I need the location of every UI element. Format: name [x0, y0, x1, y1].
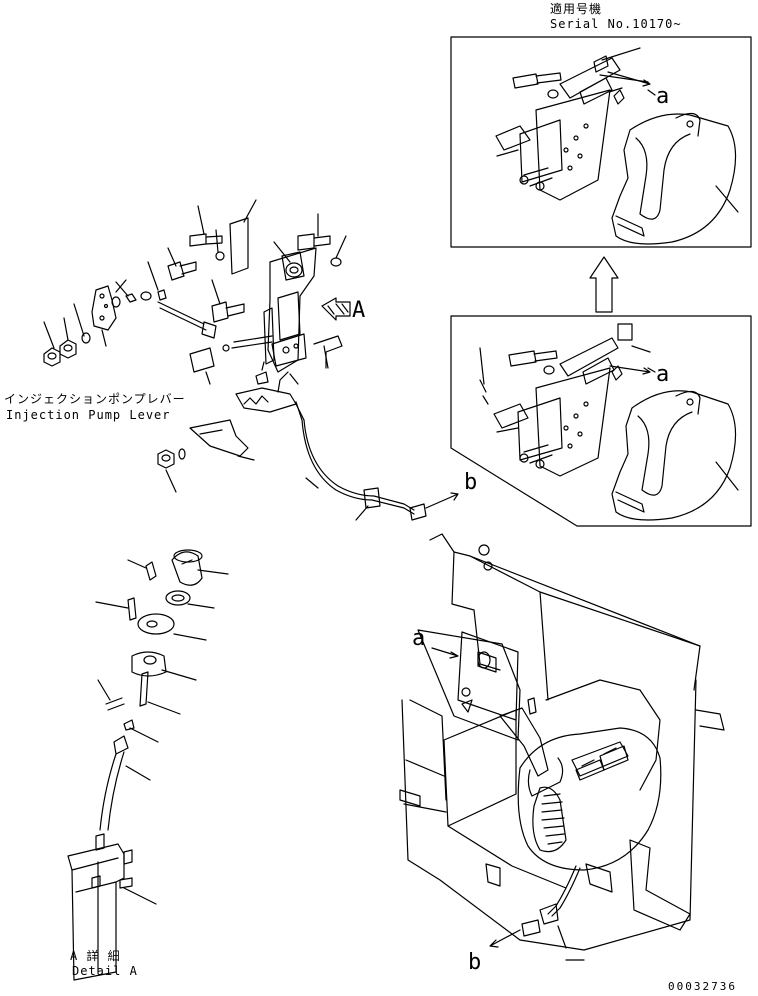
callout-a-cab: a — [412, 626, 426, 651]
view-a-label: A — [352, 298, 366, 323]
view-a-hatch — [327, 303, 349, 315]
inset-box-standard — [450, 315, 752, 527]
cab-cable — [521, 865, 581, 937]
cab-joystick — [499, 697, 564, 797]
inset-mid-leaders — [479, 345, 739, 491]
drawing-number: 00032736 — [668, 980, 737, 993]
small-plate — [189, 347, 215, 373]
callout-a-mid: a — [656, 362, 670, 387]
throttle-bracket-body — [222, 217, 317, 373]
detail-a-en: Detail A — [72, 964, 138, 978]
inset-mid-bracket — [479, 323, 633, 477]
injection-pump-lever-en: Injection Pump Lever — [6, 408, 171, 422]
arrow-to-a-mid — [609, 365, 651, 375]
nuts-and-washers-left — [43, 289, 167, 367]
hollow-up-arrow-icon — [589, 256, 619, 313]
main-assembly-leaders — [43, 199, 369, 521]
detail-a-leaders — [95, 559, 229, 905]
callout-a-top: a — [656, 84, 670, 109]
detail-a-shaft-and-switch — [67, 735, 133, 981]
cable-and-connector — [235, 361, 427, 521]
rod-link — [157, 301, 217, 339]
view-a-arrow-icon — [321, 297, 351, 321]
injection-pump-lever-jp: インジェクションポンプレバー — [4, 392, 186, 406]
cab-frame — [399, 533, 725, 951]
bolt-parts — [167, 233, 342, 323]
injection-pump-lever-part — [91, 285, 117, 347]
callout-b-bottom: b — [468, 950, 482, 975]
inset-box-new-serial — [450, 36, 752, 248]
detail-a-knob — [105, 549, 203, 731]
applicable-serial-en: Serial No.10170~ — [550, 17, 682, 31]
cab-console — [517, 727, 662, 871]
harness-clamp — [189, 419, 249, 457]
arrow-to-a-cab — [431, 647, 459, 659]
arrow-to-a-top — [607, 71, 651, 87]
lower-nut-washer — [157, 448, 186, 469]
cab-leaders — [557, 925, 585, 961]
applicable-serial-jp: 適用号機 — [550, 2, 603, 16]
inset-top-cover — [611, 112, 737, 245]
detail-a-jp: A 詳 細 — [70, 949, 121, 963]
arrow-to-b-right — [425, 492, 459, 509]
inset-mid-cover — [611, 390, 737, 521]
cab-panel — [457, 631, 519, 721]
callout-b-right: b — [464, 470, 478, 495]
inset-top-bracket — [495, 55, 625, 201]
arrow-to-b-bottom — [489, 929, 521, 948]
bent-plate — [313, 335, 343, 369]
